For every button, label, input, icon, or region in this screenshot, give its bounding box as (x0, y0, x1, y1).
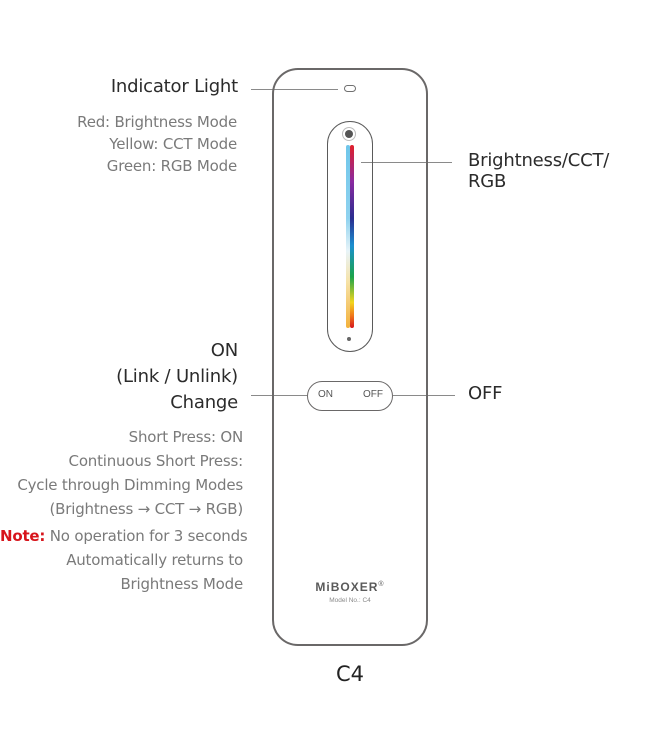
on-button-title: ON (Link / Unlink) Change (60, 338, 238, 416)
on-title-line-3: Change (170, 392, 238, 413)
on-off-button-pill: ON OFF (307, 381, 393, 411)
mode-yellow: Yellow: CCT Mode (109, 135, 237, 153)
registered-mark: ® (378, 581, 385, 588)
indicator-light-icon (344, 85, 356, 92)
slider-leader-line (361, 162, 452, 164)
touch-slider-frame[interactable] (327, 121, 373, 352)
on-desc-line-3: Cycle through Dimming Modes (17, 476, 243, 494)
mode-green: Green: RGB Mode (106, 157, 237, 175)
on-title-line-1: ON (210, 340, 238, 361)
brightness-dot-icon (347, 337, 351, 341)
off-button[interactable]: OFF (363, 389, 383, 400)
brand-name: MiBOXER (315, 580, 379, 594)
note-line-2: Automatically returns to (66, 551, 243, 569)
indicator-modes: Red: Brightness Mode Yellow: CCT Mode Gr… (20, 111, 237, 177)
on-description: Short Press: ON Continuous Short Press: … (0, 425, 243, 521)
note-block: Note: No operation for 3 seconds Automat… (0, 524, 248, 596)
on-button[interactable]: ON (318, 389, 333, 400)
on-desc-line-2: Continuous Short Press: (68, 452, 244, 470)
note-line-3: Brightness Mode (120, 575, 243, 593)
indicator-light-title: Indicator Light (110, 76, 238, 97)
note-text-1: No operation for 3 seconds (49, 527, 248, 545)
on-leader-line (251, 395, 307, 397)
cct-color-strip[interactable] (346, 145, 350, 328)
note-prefix: Note: (0, 527, 46, 545)
off-leader-line (393, 395, 455, 397)
on-title-line-2: (Link / Unlink) (116, 366, 238, 387)
on-desc-line-1: Short Press: ON (128, 428, 244, 446)
rgb-color-strip[interactable] (350, 145, 354, 328)
caption: C4 (335, 662, 365, 686)
mode-red: Red: Brightness Mode (77, 113, 237, 131)
on-desc-line-4: (Brightness → CCT → RGB) (49, 500, 244, 518)
brand-logo: MiBOXER® (300, 580, 400, 594)
remote-body (272, 68, 428, 646)
off-button-title: OFF (468, 383, 503, 404)
note-line-1: Note: No operation for 3 seconds (0, 524, 248, 548)
sun-icon (345, 130, 353, 138)
model-number: Model No.: C4 (329, 597, 371, 604)
slider-title: Brightness/CCT/ RGB (468, 150, 610, 192)
